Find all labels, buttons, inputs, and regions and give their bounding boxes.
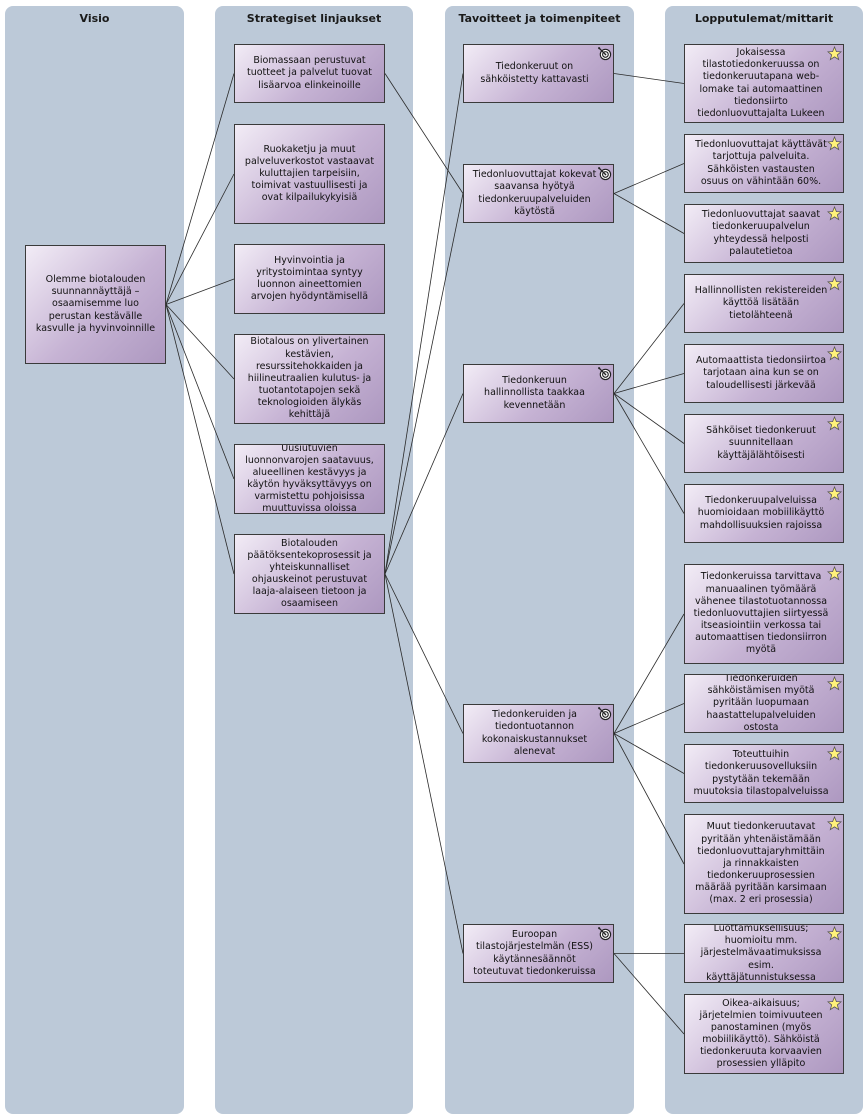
star-icon (827, 746, 842, 761)
star-icon (827, 276, 842, 291)
star-icon (827, 996, 842, 1011)
outcome-text: Tiedonluovuttajat käyttävät tarjottuja p… (695, 139, 827, 187)
goal-box[interactable]: Tiedonkeruut on sähköistetty kattavasti (463, 44, 614, 103)
strategy-text: Ruokaketju ja muut palveluverkostot vast… (244, 143, 375, 204)
connector-line (613, 733, 685, 865)
outcome-text: Toteuttuihin tiedonkeruusovelluksiin pys… (693, 749, 829, 797)
connector-line (613, 303, 685, 394)
strategy-box[interactable]: Biotalous on ylivertainen kestävien, res… (234, 334, 385, 424)
outcome-box[interactable]: Jokaisessa tilastotiedonkeruussa on tied… (684, 44, 844, 123)
star-icon (827, 566, 842, 581)
lane-title: Visio (79, 12, 110, 25)
outcome-box[interactable]: Toteuttuihin tiedonkeruusovelluksiin pys… (684, 744, 844, 803)
strategy-box[interactable]: Ruokaketju ja muut palveluverkostot vast… (234, 124, 385, 224)
star-icon (827, 676, 842, 691)
outcome-box[interactable]: Tiedonkeruissa tarvittava manuaalinen ty… (684, 564, 844, 664)
vision-box[interactable]: Olemme biotalouden suunnannäyttäjä – osa… (25, 245, 166, 364)
outcome-box[interactable]: Automaattista tiedonsiirtoa tarjotaan ai… (684, 344, 844, 403)
strategy-text: Uusiutuvien luonnonvarojen saatavuus, al… (245, 444, 374, 514)
outcome-text: Oikea-aikaisuus; järjetelmien toimivuute… (699, 997, 823, 1070)
target-icon (597, 166, 612, 181)
strategy-box[interactable]: Uusiutuvien luonnonvarojen saatavuus, al… (234, 444, 385, 514)
connector-line (613, 393, 685, 514)
target-icon (597, 706, 612, 721)
outcome-text: Jokaisessa tilastotiedonkeruussa on tied… (697, 47, 825, 119)
connector-line (613, 373, 685, 394)
outcome-text: Tiedonkeruiden sähköistämisen myötä pyri… (706, 674, 816, 733)
strategy-box[interactable]: Hyvinvointia ja yritystoimintaa syntyy l… (234, 244, 385, 314)
goal-box[interactable]: Tiedonkeruiden ja tiedontuotannon kokona… (463, 704, 614, 763)
connector-line (165, 73, 235, 305)
connector-line (613, 193, 685, 234)
outcome-text: Automaattista tiedonsiirtoa tarjotaan ai… (695, 355, 827, 391)
strategy-box[interactable]: Biotalouden päätöksentekoprosessit ja yh… (234, 534, 385, 614)
goal-text: Tiedonluovuttajat kokevat saavansa hyöty… (472, 169, 597, 217)
outcome-box[interactable]: Sähköiset tiedonkeruut suunnitellaan käy… (684, 414, 844, 473)
connector-line (384, 393, 464, 575)
outcome-text: Muut tiedonkeruutavat pyritään yhtenäist… (695, 821, 827, 906)
target-icon (597, 366, 612, 381)
star-icon (827, 46, 842, 61)
outcome-text: Tiedonkeruupalveluissa huomioidaan mobii… (697, 495, 825, 531)
connector-line (613, 953, 685, 1035)
connector-line (613, 163, 685, 194)
goal-text: Euroopan tilastojärjestelmän (ESS) käytä… (473, 929, 596, 977)
connector-line (384, 573, 464, 954)
star-icon (827, 926, 842, 941)
connector-line (165, 304, 235, 575)
connector-line (384, 573, 464, 734)
outcome-text: Tiedonkeruissa tarvittava manuaalinen ty… (693, 571, 829, 656)
outcome-box[interactable]: Tiedonkeruiden sähköistämisen myötä pyri… (684, 674, 844, 733)
lane-title: Tavoitteet ja toimenpiteet (458, 12, 621, 25)
vision-text: Olemme biotalouden suunnannäyttäjä – osa… (35, 274, 156, 334)
strategy-text: Biotalous on ylivertainen kestävien, res… (247, 336, 372, 421)
outcome-text: Hallinnollisten rekistereiden käyttöä li… (694, 285, 828, 321)
star-icon (827, 206, 842, 221)
goal-box[interactable]: Euroopan tilastojärjestelmän (ESS) käytä… (463, 924, 614, 983)
connector-line (165, 304, 235, 480)
connector-line (613, 73, 685, 84)
connector-line (384, 73, 464, 194)
outcome-box[interactable]: Muut tiedonkeruutavat pyritään yhtenäist… (684, 814, 844, 914)
goal-text: Tiedonkeruun hallinnollista taakkaa keve… (484, 375, 585, 411)
connector-line (613, 613, 685, 734)
strategy-box[interactable]: Biomassaan perustuvat tuotteet ja palvel… (234, 44, 385, 103)
goal-text: Tiedonkeruiden ja tiedontuotannon kokona… (481, 709, 588, 757)
goal-text: Tiedonkeruut on sähköistetty kattavasti (480, 61, 589, 85)
connector-line (384, 73, 464, 575)
outcome-text: Tiedonluovuttajat saavat tiedonkeruupalv… (701, 209, 821, 257)
connector-line (165, 173, 235, 305)
lane-title: Strategiset linjaukset (246, 12, 382, 25)
outcome-box[interactable]: Hallinnollisten rekistereiden käyttöä li… (684, 274, 844, 333)
strategy-text: Biomassaan perustuvat tuotteet ja palvel… (246, 55, 372, 91)
goal-box[interactable]: Tiedonkeruun hallinnollista taakkaa keve… (463, 364, 614, 423)
connector-line (613, 703, 685, 734)
connector-line (165, 304, 235, 380)
connector-line (613, 733, 685, 774)
outcome-text: Sähköiset tiedonkeruut suunnitellaan käy… (706, 425, 816, 461)
outcome-box[interactable]: Tiedonkeruupalveluissa huomioidaan mobii… (684, 484, 844, 543)
goal-box[interactable]: Tiedonluovuttajat kokevat saavansa hyöty… (463, 164, 614, 223)
star-icon (827, 486, 842, 501)
outcome-box[interactable]: Oikea-aikaisuus; järjetelmien toimivuute… (684, 994, 844, 1074)
star-icon (827, 416, 842, 431)
star-icon (827, 136, 842, 151)
outcome-box[interactable]: Tiedonluovuttajat saavat tiedonkeruupalv… (684, 204, 844, 263)
strategy-text: Hyvinvointia ja yritystoimintaa syntyy l… (250, 254, 369, 303)
strategy-text: Biotalouden päätöksentekoprosessit ja yh… (247, 537, 372, 610)
outcome-box[interactable]: Tiedonluovuttajat käyttävät tarjottuja p… (684, 134, 844, 193)
target-icon (597, 926, 612, 941)
connector-line (613, 393, 685, 444)
star-icon (827, 346, 842, 361)
target-icon (597, 46, 612, 61)
lane-visio: Visio (5, 6, 184, 1114)
connector-line (165, 278, 235, 305)
connector-line (384, 193, 464, 575)
outcome-text: Luottamuksellisuus; huomioitu mm. järjes… (700, 924, 822, 983)
lane-title: Lopputulemat/mittarit (694, 12, 834, 25)
outcome-box[interactable]: Luottamuksellisuus; huomioitu mm. järjes… (684, 924, 844, 983)
star-icon (827, 816, 842, 831)
